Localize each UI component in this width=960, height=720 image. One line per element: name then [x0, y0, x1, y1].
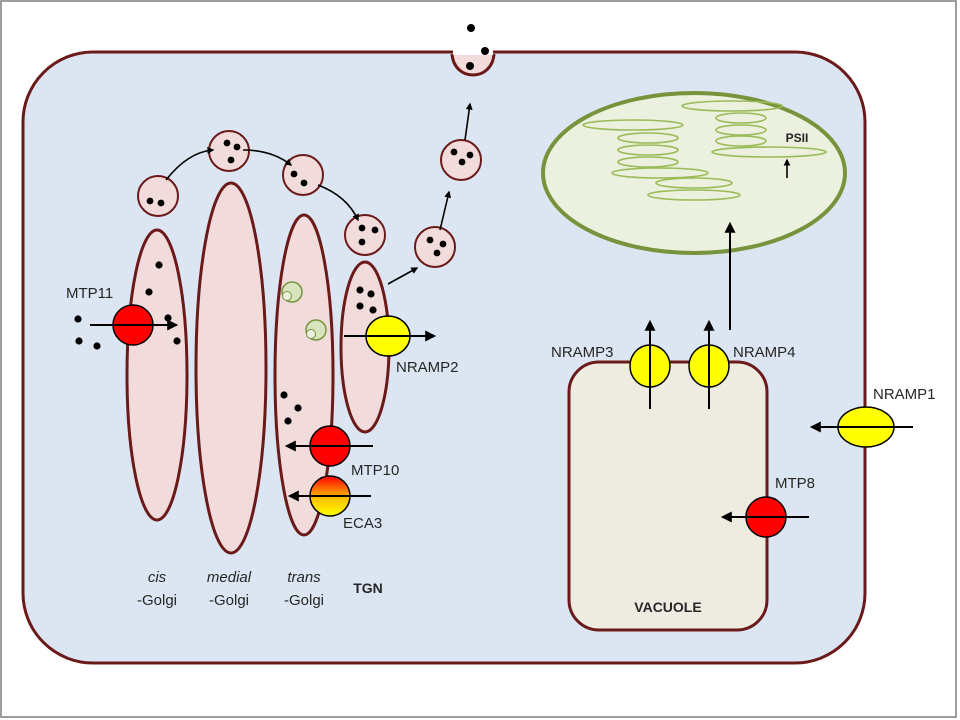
nramp1-transporter	[809, 406, 913, 448]
mtp8-label: MTP8	[775, 475, 815, 492]
nramp3-transporter	[629, 319, 671, 409]
chloroplast-envelope	[541, 91, 847, 255]
thylakoid-stacks	[582, 100, 827, 201]
vesicle	[282, 154, 324, 196]
eca3-transporter	[287, 475, 371, 517]
nramp1-label: NRAMP1	[873, 386, 936, 403]
psii-label: PSII	[786, 131, 809, 145]
vesicle	[440, 139, 482, 181]
vesicle	[208, 130, 250, 172]
trans-golgi-label: -Golgi	[284, 592, 324, 609]
mn-particle	[481, 47, 489, 55]
vesicle	[344, 214, 386, 256]
cis-golgi-cisterna	[125, 228, 189, 522]
mn-particle	[467, 24, 475, 32]
trafficking-arrows	[165, 102, 473, 285]
cytosol-mn-particles	[74, 315, 101, 350]
mtp8-transporter	[720, 496, 809, 538]
pit-opening	[453, 49, 493, 55]
nramp4-transporter	[688, 319, 730, 409]
vesicle	[414, 226, 456, 268]
cis-golgi-label: -Golgi	[137, 592, 177, 609]
mtp11-transporter	[90, 304, 179, 346]
medial-golgi-cisterna	[194, 181, 268, 555]
vacuole	[567, 360, 769, 632]
green-vesicle	[281, 281, 303, 303]
vacuole-label: VACUOLE	[634, 599, 701, 615]
nramp4-label: NRAMP4	[733, 344, 796, 361]
nramp2-label: NRAMP2	[396, 359, 459, 376]
eca3-label: ECA3	[343, 515, 382, 532]
medial-label: medial	[207, 569, 252, 586]
vesicle	[137, 175, 179, 217]
nramp3-label: NRAMP3	[551, 344, 614, 361]
nramp2-transporter	[344, 315, 437, 357]
mn-particle	[466, 62, 474, 70]
mtp10-transporter	[284, 425, 373, 467]
mtp11-label: MTP11	[66, 285, 113, 302]
tgn-label: TGN	[353, 580, 383, 596]
trans-label: trans	[287, 569, 321, 586]
green-vesicle	[305, 319, 327, 341]
mtp10-label: MTP10	[351, 462, 399, 479]
medial-golgi-label: -Golgi	[209, 592, 249, 609]
golgi-mn-particles	[145, 261, 377, 425]
cis-label: cis	[148, 569, 167, 586]
chloroplast: PSII	[541, 91, 847, 255]
